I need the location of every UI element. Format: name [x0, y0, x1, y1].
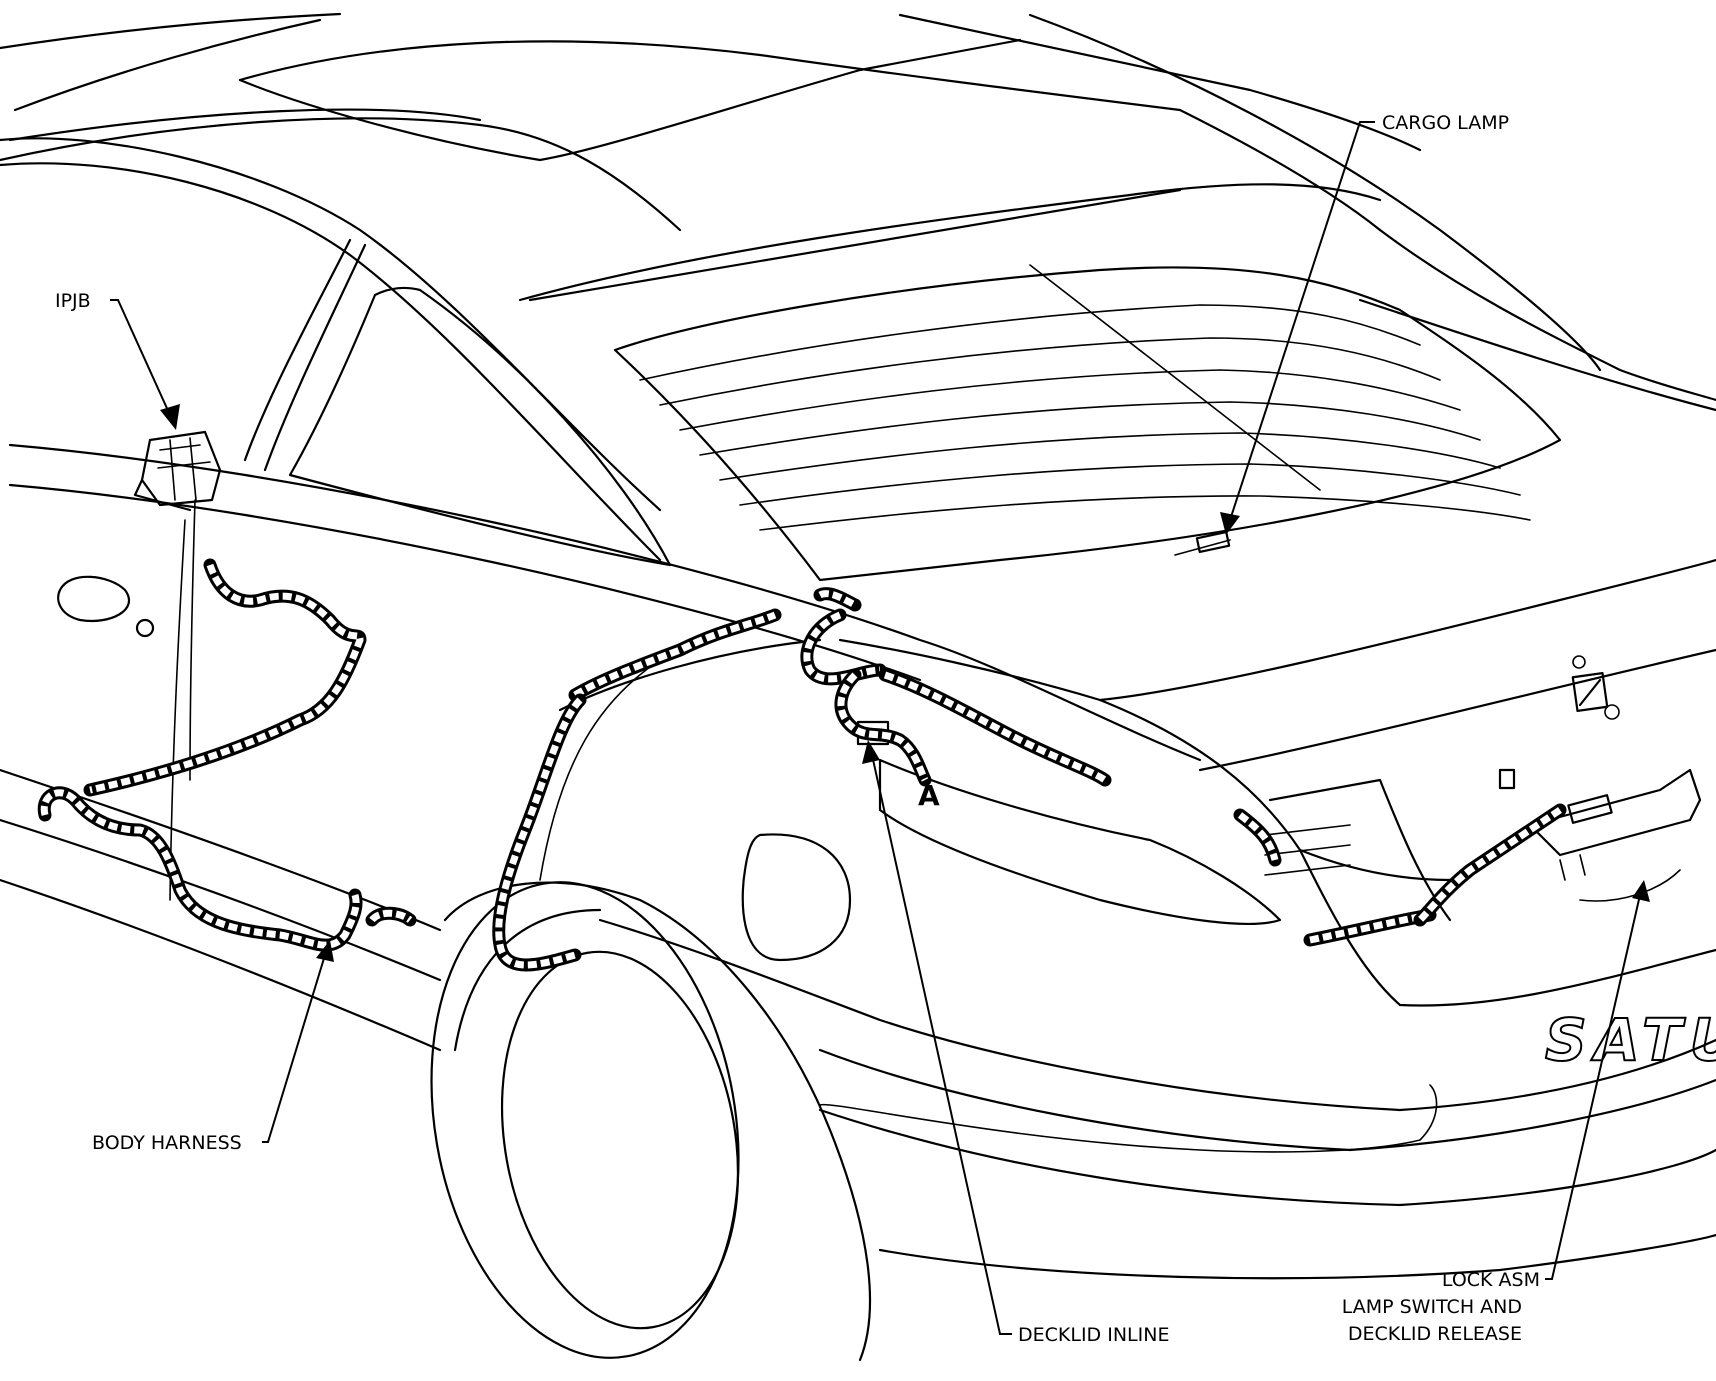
rear-wheel: [430, 881, 872, 1362]
label-decklid-inline: DECKLID INLINE: [1018, 1324, 1169, 1346]
label-lamp-switch: LAMP SWITCH AND: [1342, 1296, 1522, 1318]
label-cargo-lamp: CARGO LAMP: [1382, 112, 1509, 134]
body-harness-wiring: [37, 558, 1567, 972]
callout-leaders: [110, 121, 1650, 1335]
saturn-badge-text: SATU: [1545, 1006, 1716, 1074]
rear-window: [613, 264, 1562, 582]
label-lock-asm: LOCK ASM: [1442, 1269, 1540, 1291]
connector-letter: A: [918, 779, 940, 812]
label-decklid-release: DECKLID RELEASE: [1348, 1323, 1522, 1345]
ipjb-component: [133, 430, 222, 512]
car-body-outline: [0, 12, 1716, 1280]
label-body-harness: BODY HARNESS: [92, 1132, 242, 1154]
callout-labels: IPJB CARGO LAMP BODY HARNESS DECKLID INL…: [55, 112, 1540, 1346]
label-ipjb: IPJB: [55, 290, 91, 312]
saturn-logo: [1571, 655, 1620, 720]
cargo-lamp-component: [1174, 530, 1231, 556]
